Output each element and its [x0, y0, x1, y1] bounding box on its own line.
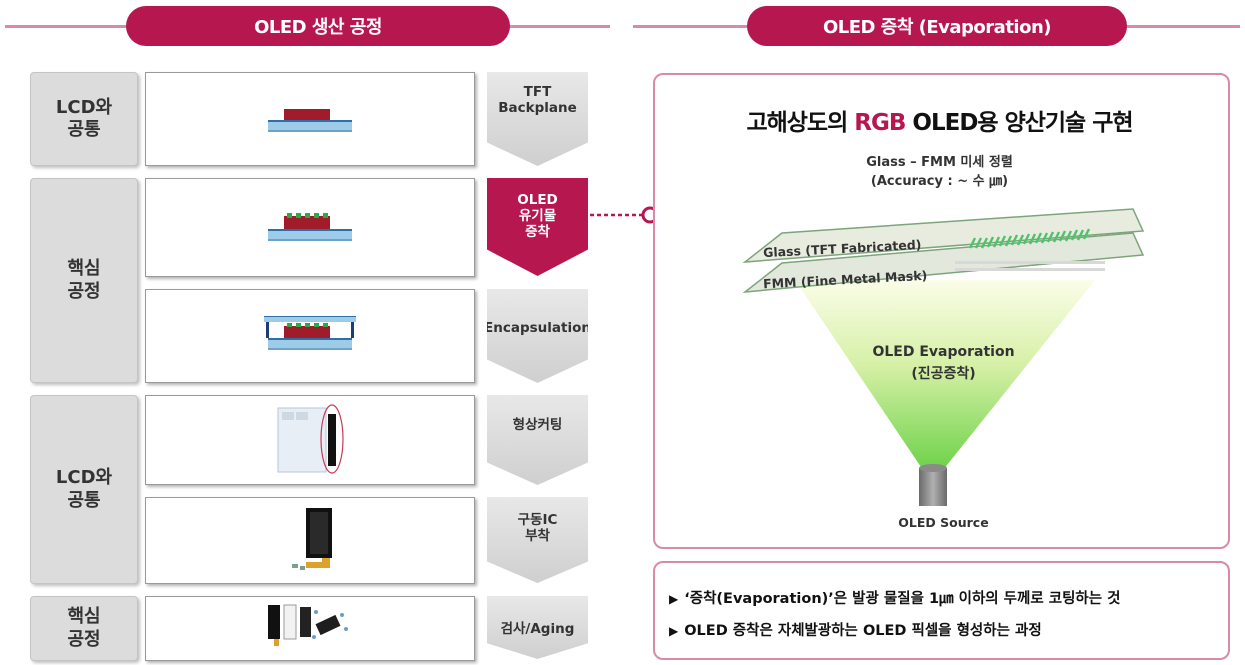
- evaporation-illustration: [742, 208, 1145, 506]
- driver-ic-icon: [292, 508, 332, 570]
- left-header-title: OLED 생산 공정: [126, 6, 510, 46]
- inspection-icon: [268, 604, 348, 646]
- bullet-triangle-icon: ▶: [669, 624, 679, 638]
- step-inspection-aging: 검사/Aging: [487, 596, 588, 659]
- category-lcd-common-1: LCD와 공통: [30, 72, 138, 166]
- category-core-process-1: 핵심 공정: [30, 178, 138, 383]
- bullet-triangle-icon: ▶: [669, 592, 679, 606]
- stage-oled-deposition-illustration: [145, 178, 475, 277]
- evaporation-detail-panel: 고해상도의 RGB OLED용 양산기술 구현 Glass – FMM 미세 정…: [653, 73, 1230, 549]
- glass-layer: [742, 208, 1145, 263]
- category-lcd-common-2: LCD와 공통: [30, 395, 138, 584]
- tft-backplane-icon: [268, 109, 352, 132]
- note-text: OLED 증착은 자체발광하는 OLED 픽셀을 형성하는 과정: [684, 623, 1042, 639]
- evaporation-label-line2: (진공증착): [911, 366, 976, 382]
- step-shape-cutting: 형상커팅: [487, 395, 588, 485]
- step-encapsulation: Encapsulation: [487, 289, 588, 383]
- note-text: ‘증착(Evaporation)’은 발광 물질을 1㎛ 이하의 두께로 코팅하…: [684, 591, 1121, 607]
- note-item: ▶ OLED 증착은 자체발광하는 OLED 픽셀을 형성하는 과정: [669, 619, 1042, 640]
- stage-encapsulation-illustration: [145, 289, 475, 383]
- oled-source-icon: [919, 468, 947, 506]
- stage-inspection-illustration: [145, 596, 475, 661]
- shape-cutting-icon: [277, 404, 344, 474]
- fmm-layer: [742, 232, 1145, 293]
- panel-subtitle-line1: Glass – FMM 미세 정렬: [866, 155, 1013, 170]
- note-item: ▶ ‘증착(Evaporation)’은 발광 물질을 1㎛ 이하의 두께로 코팅…: [669, 587, 1121, 608]
- connector: [590, 206, 659, 224]
- stage-tft-backplane-illustration: [145, 72, 475, 166]
- category-core-process-2: 핵심 공정: [30, 596, 138, 661]
- oled-source-label: OLED Source: [898, 515, 989, 530]
- notes-box: ▶ ‘증착(Evaporation)’은 발광 물질을 1㎛ 이하의 두께로 코팅…: [653, 561, 1230, 660]
- step-tft-backplane: TFT Backplane: [487, 72, 588, 166]
- stage-driver-ic-illustration: [145, 497, 475, 584]
- stage-shape-cutting-illustration: [145, 395, 475, 485]
- oled-deposition-icon: [268, 213, 352, 241]
- step-driver-ic-attach: 구동IC 부착: [487, 497, 588, 583]
- panel-subtitle-line2: (Accuracy : ~ 수 ㎛): [870, 174, 1009, 189]
- step-oled-organic-deposition: OLED 유기물 증착: [487, 178, 588, 276]
- right-header-title: OLED 증착 (Evaporation): [747, 6, 1127, 46]
- evaporation-label-line1: OLED Evaporation: [872, 344, 1015, 360]
- encapsulation-icon: [264, 316, 356, 350]
- panel-title: 고해상도의 RGB OLED용 양산기술 구현: [746, 110, 1133, 136]
